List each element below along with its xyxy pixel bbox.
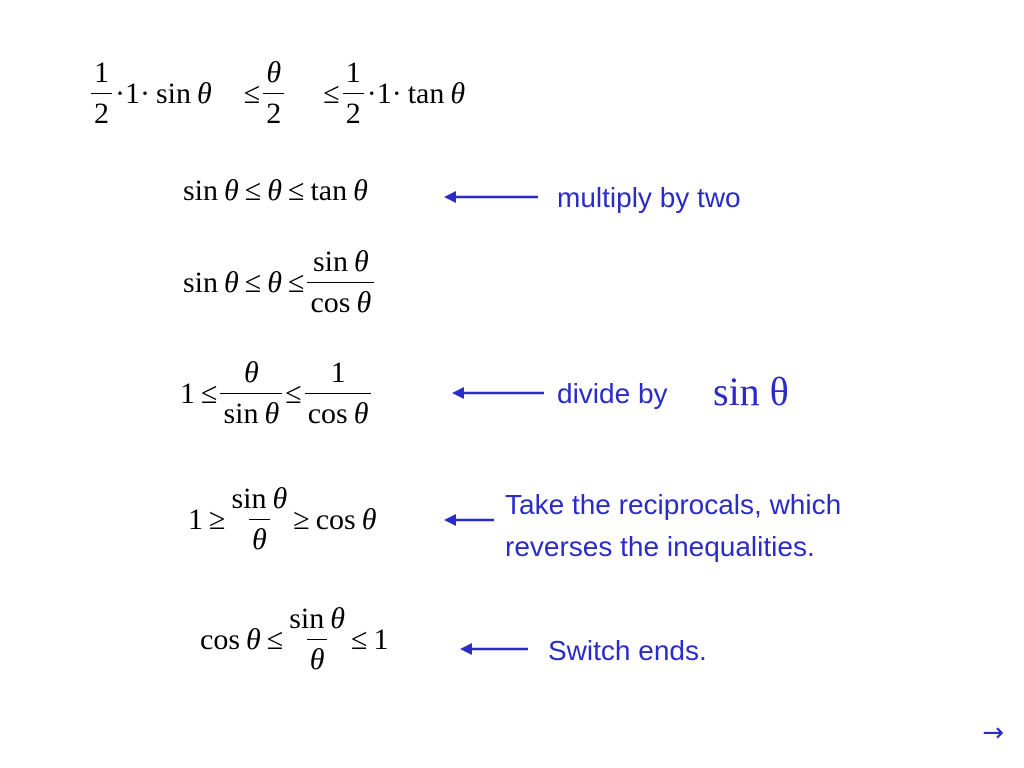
- equation-multiplied: sin θ ≤ θ ≤ tan θ: [183, 174, 368, 207]
- annotation-reciprocal-line2: reverses the inequalities.: [505, 531, 815, 562]
- arrow-left-icon: [444, 191, 538, 203]
- annotation-switch: Switch ends.: [548, 635, 707, 666]
- next-slide-arrow-icon[interactable]: →: [982, 718, 1004, 748]
- annotation-divide: divide by: [557, 378, 668, 409]
- annotation-reciprocal: Take the reciprocals, which reverses the…: [505, 484, 841, 568]
- arrow-left-icon: [460, 643, 528, 655]
- annotation-reciprocal-line1: Take the reciprocals, which: [505, 489, 842, 520]
- annotation-multiply: multiply by two: [557, 182, 741, 213]
- arrow-left-icon: [452, 387, 544, 399]
- annotation-divide-math: sin θ: [713, 369, 789, 414]
- arrow-left-icon: [444, 514, 494, 526]
